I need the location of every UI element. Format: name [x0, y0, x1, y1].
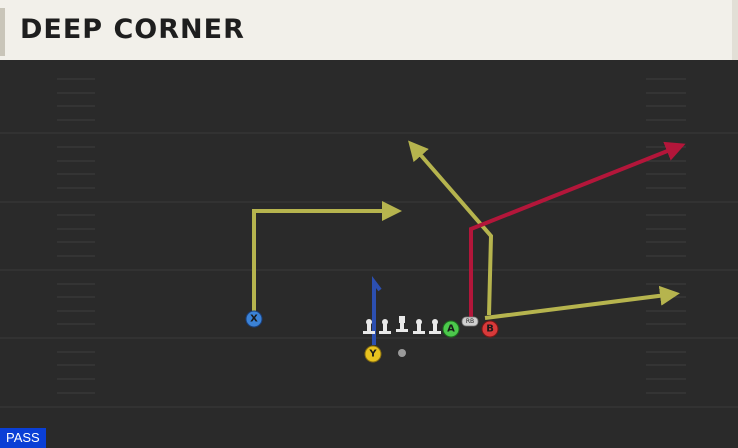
player-rb[interactable]: RB	[461, 316, 479, 327]
player-a[interactable]: A	[442, 320, 460, 338]
route-y-block	[372, 276, 382, 345]
svg-text:Y: Y	[368, 349, 377, 360]
svg-text:A: A	[447, 324, 455, 335]
player-y[interactable]: Y	[364, 345, 382, 363]
yard-lines	[0, 132, 738, 408]
lineman-icon	[413, 319, 425, 334]
route-b-flat	[484, 285, 680, 320]
play-type-badge: PASS	[0, 428, 46, 448]
hash-marks-left	[57, 78, 95, 394]
field-surface	[0, 60, 738, 448]
svg-text:RB: RB	[466, 318, 474, 325]
player-b[interactable]: B	[481, 320, 499, 338]
lineman-icon	[429, 319, 441, 334]
play-field: X Y A RB B	[0, 60, 738, 448]
play-title: DEEP CORNER	[20, 14, 245, 45]
lineman-icon	[379, 319, 391, 334]
svg-text:X: X	[250, 314, 258, 325]
center-icon	[396, 316, 408, 332]
svg-text:B: B	[486, 324, 494, 335]
quarterback-marker	[398, 349, 406, 357]
lineman-icon	[363, 319, 375, 334]
offensive-line	[363, 316, 441, 334]
player-x[interactable]: X	[245, 310, 263, 328]
play-header: DEEP CORNER	[0, 0, 738, 60]
header-accent	[0, 8, 5, 56]
route-x-out	[252, 201, 402, 318]
route-b-post	[469, 141, 686, 322]
route-a-corner	[408, 140, 494, 316]
